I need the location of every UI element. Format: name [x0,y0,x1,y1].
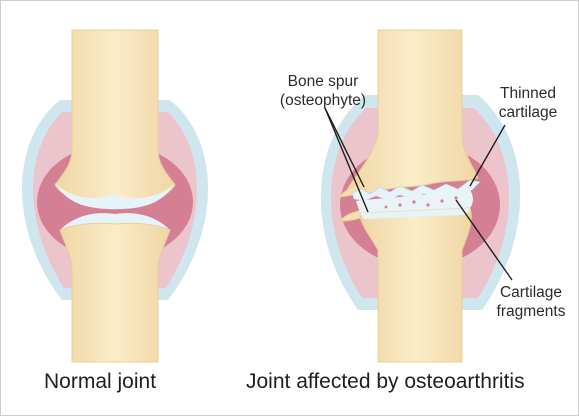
bone-spur-label-line2: (osteophyte) [273,91,373,110]
bone-spur-label-line1: Bone spur [273,72,373,91]
cartilage-fragment [412,200,415,203]
cartilage-fragment [398,203,401,206]
normal-joint-lower-bone [60,223,170,362]
cartilage-fragment [385,206,388,209]
cartilage-fragments-label-line1: Cartilage [486,283,576,302]
cartilage-fragments-label-line2: fragments [486,302,576,321]
cartilage-fragments-label: Cartilage fragments [486,283,576,321]
affected-joint-caption: Joint affected by osteoarthritis [246,370,525,394]
normal-joint [22,30,208,362]
cartilage-fragment [440,199,443,202]
bone-spur-label: Bone spur (osteophyte) [273,72,373,110]
normal-joint-upper-bone [55,30,175,200]
cartilage-fragment [454,196,457,199]
thinned-cartilage-label-line1: Thinned [488,84,568,103]
thinned-cartilage-label: Thinned cartilage [488,84,568,122]
cartilage-fragment [426,203,429,206]
thinned-cartilage-label-line2: cartilage [488,103,568,122]
normal-joint-caption: Normal joint [44,370,156,394]
